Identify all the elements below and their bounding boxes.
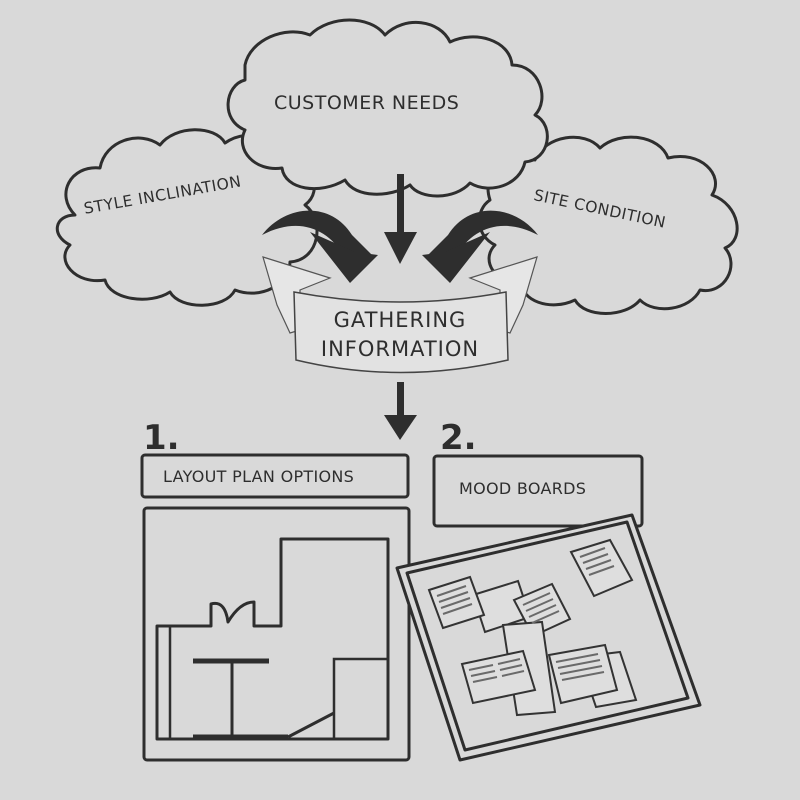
cloud-customer-needs	[226, 18, 549, 198]
banner-line-2: INFORMATION	[320, 337, 480, 361]
arrow-down-to-steps-icon	[384, 382, 417, 440]
step-2-number: 2.	[440, 418, 477, 458]
mood-boards-label-box	[432, 454, 644, 528]
arrow-down-icon	[384, 174, 417, 264]
banner-label: GATHERING INFORMATION	[296, 306, 504, 364]
paper-text-lines	[436, 547, 615, 683]
step-2-label: MOOD BOARDS	[459, 479, 587, 498]
layout-plan-label-box	[140, 453, 410, 499]
cloud-style-inclination	[56, 128, 319, 307]
mood-board-illustration	[395, 513, 702, 762]
step-1-number: 1.	[143, 418, 180, 458]
gathering-information-banner	[262, 256, 538, 374]
curved-arrow-right-icon	[422, 210, 538, 283]
curved-arrow-left-icon	[262, 210, 378, 283]
floor-plan-illustration	[142, 506, 411, 762]
banner-line-1: GATHERING	[333, 308, 467, 332]
step-1-label: LAYOUT PLAN OPTIONS	[163, 467, 355, 486]
cloud-label-customer-needs: CUSTOMER NEEDS	[274, 92, 460, 114]
